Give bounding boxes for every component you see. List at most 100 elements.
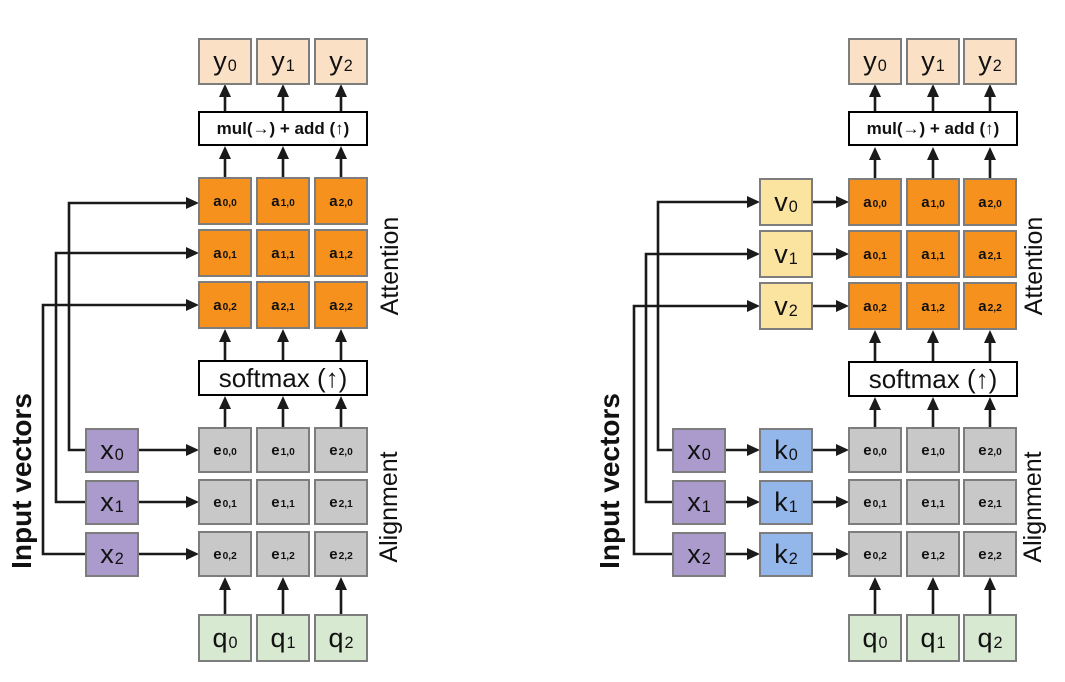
label-text: Input vectors — [594, 393, 625, 569]
label-sub: 2 — [993, 633, 1003, 652]
label-base: q — [212, 622, 228, 653]
label-sub: 0 — [227, 57, 237, 76]
label-base: e — [863, 545, 872, 563]
label-sub: 0,0 — [222, 197, 237, 209]
label-sub: 0,0 — [872, 198, 887, 210]
label-base: q — [862, 622, 878, 653]
label-sub: 2,2 — [987, 550, 1002, 562]
label-sub: 1,1 — [280, 498, 295, 510]
label-base: a — [978, 193, 987, 211]
label-base: k — [774, 487, 788, 517]
label-sub: 1 — [285, 57, 295, 76]
label-base: a — [863, 245, 872, 263]
label-base: q — [920, 622, 936, 653]
label-base: e — [921, 493, 930, 511]
label-base: x — [100, 487, 114, 517]
muladd-text: mul(→) + add (↑) — [216, 119, 350, 138]
label-base: e — [978, 545, 987, 563]
label-sub: 0,0 — [872, 446, 887, 458]
label-sub: 1,0 — [930, 198, 945, 210]
label-sub: 2 — [114, 550, 124, 569]
label-base: y — [863, 46, 877, 76]
label-base: e — [271, 493, 280, 511]
right-softmax-box: softmax (↑) — [848, 361, 1018, 397]
label-base: e — [329, 545, 338, 563]
label-base: a — [213, 192, 222, 210]
right-attention-axis-label: Attention — [1019, 201, 1049, 331]
label-base: e — [271, 441, 280, 459]
label-sub: 0,0 — [222, 446, 237, 458]
label-base: a — [213, 244, 222, 262]
label-text: Input vectors — [6, 393, 37, 569]
label-base: x — [100, 435, 114, 465]
label-sub: 2,0 — [987, 198, 1002, 210]
label-base: a — [921, 245, 930, 263]
label-base: a — [329, 296, 338, 314]
label-base: x — [687, 487, 701, 517]
label-sub: 0,1 — [222, 249, 237, 261]
label-sub: 0,1 — [222, 498, 237, 510]
label-base: e — [213, 493, 222, 511]
label-base: e — [978, 441, 987, 459]
label-base: e — [329, 493, 338, 511]
label-base: y — [329, 46, 343, 76]
label-sub: 2,2 — [338, 301, 353, 313]
label-sub: 0,2 — [222, 301, 237, 313]
label-sub: 2,1 — [987, 498, 1002, 510]
label-base: y — [271, 46, 285, 76]
label-base: a — [271, 192, 280, 210]
label-base: a — [329, 192, 338, 210]
left-input-vectors-label: Input vectors — [5, 381, 39, 581]
label-sub: 1 — [114, 498, 124, 517]
label-text: Attention — [375, 216, 404, 316]
label-sub: 2,2 — [987, 302, 1002, 314]
label-sub: 0,1 — [872, 250, 887, 262]
label-sub: 0,2 — [872, 302, 887, 314]
label-text: Alignment — [374, 451, 403, 563]
right-input-vectors-label: Input vectors — [593, 381, 627, 581]
label-base: e — [863, 493, 872, 511]
label-base: e — [271, 545, 280, 563]
label-sub: 2 — [788, 550, 798, 569]
label-sub: 2,1 — [987, 250, 1002, 262]
label-base: v — [774, 238, 788, 269]
label-base: y — [213, 46, 227, 76]
label-base: a — [271, 296, 280, 314]
left-alignment-axis-label: Alignment — [374, 442, 404, 572]
label-sub: 0 — [788, 197, 798, 216]
label-base: a — [921, 193, 930, 211]
label-base: q — [977, 622, 993, 653]
label-sub: 2 — [992, 57, 1002, 76]
label-sub: 0,1 — [872, 498, 887, 510]
label-sub: 2 — [701, 550, 711, 569]
label-sub: 0 — [878, 633, 888, 652]
label-sub: 2,0 — [338, 446, 353, 458]
